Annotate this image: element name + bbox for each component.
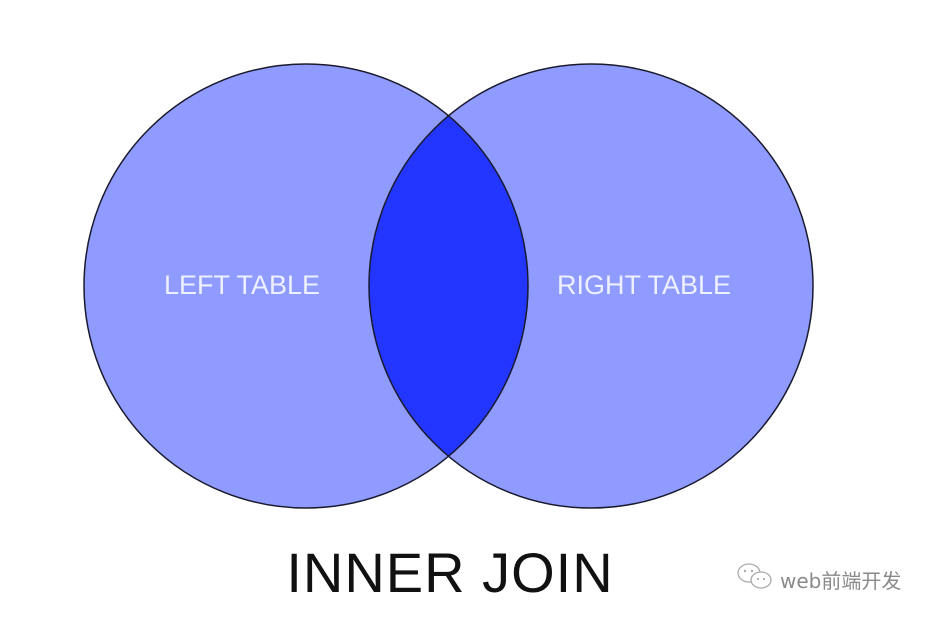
wechat-icon — [736, 562, 774, 597]
left-table-label: LEFT TABLE — [164, 270, 320, 300]
inner-join-intersection — [369, 64, 528, 508]
watermark: web前端开发 — [736, 562, 901, 597]
diagram-title: INNER JOIN — [286, 541, 613, 604]
right-circle-outline — [368, 63, 814, 509]
left-circle-outline — [83, 63, 529, 509]
watermark-text: web前端开发 — [780, 569, 902, 593]
right-table-label: RIGHT TABLE — [557, 270, 731, 300]
